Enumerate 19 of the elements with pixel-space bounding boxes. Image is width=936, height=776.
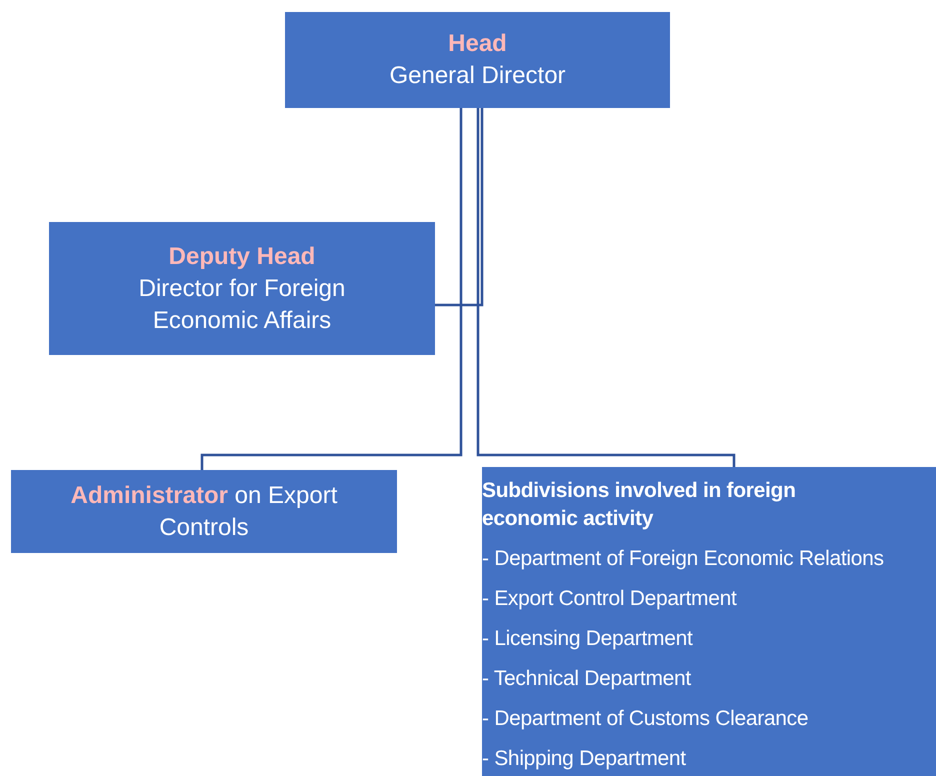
box-text: Director for Foreign Economic Affairs [138,274,346,336]
list-item: - Department of Foreign Economic Relations [482,546,885,572]
box-title: Deputy Head [168,242,316,272]
box-title: Subdivisions involved in foreign economic activity [482,478,797,532]
list-item: - Department of Customs Clearance [482,706,810,732]
list-item: - Export Control Department [482,586,738,612]
box-text: General Director [388,61,567,91]
list-item: - Technical Department [482,666,692,692]
org-box [285,12,670,108]
box-text: Administrator on Export Controls [70,480,338,542]
connector-line [200,108,462,470]
list-item: - Licensing Department [482,626,694,652]
org-box [49,222,435,355]
box-title: Head [447,29,508,59]
connector-line [476,108,736,467]
list-item: - Shipping Department [482,746,687,772]
connector-line [435,108,484,306]
org-box [482,467,936,776]
org-box [11,470,397,553]
